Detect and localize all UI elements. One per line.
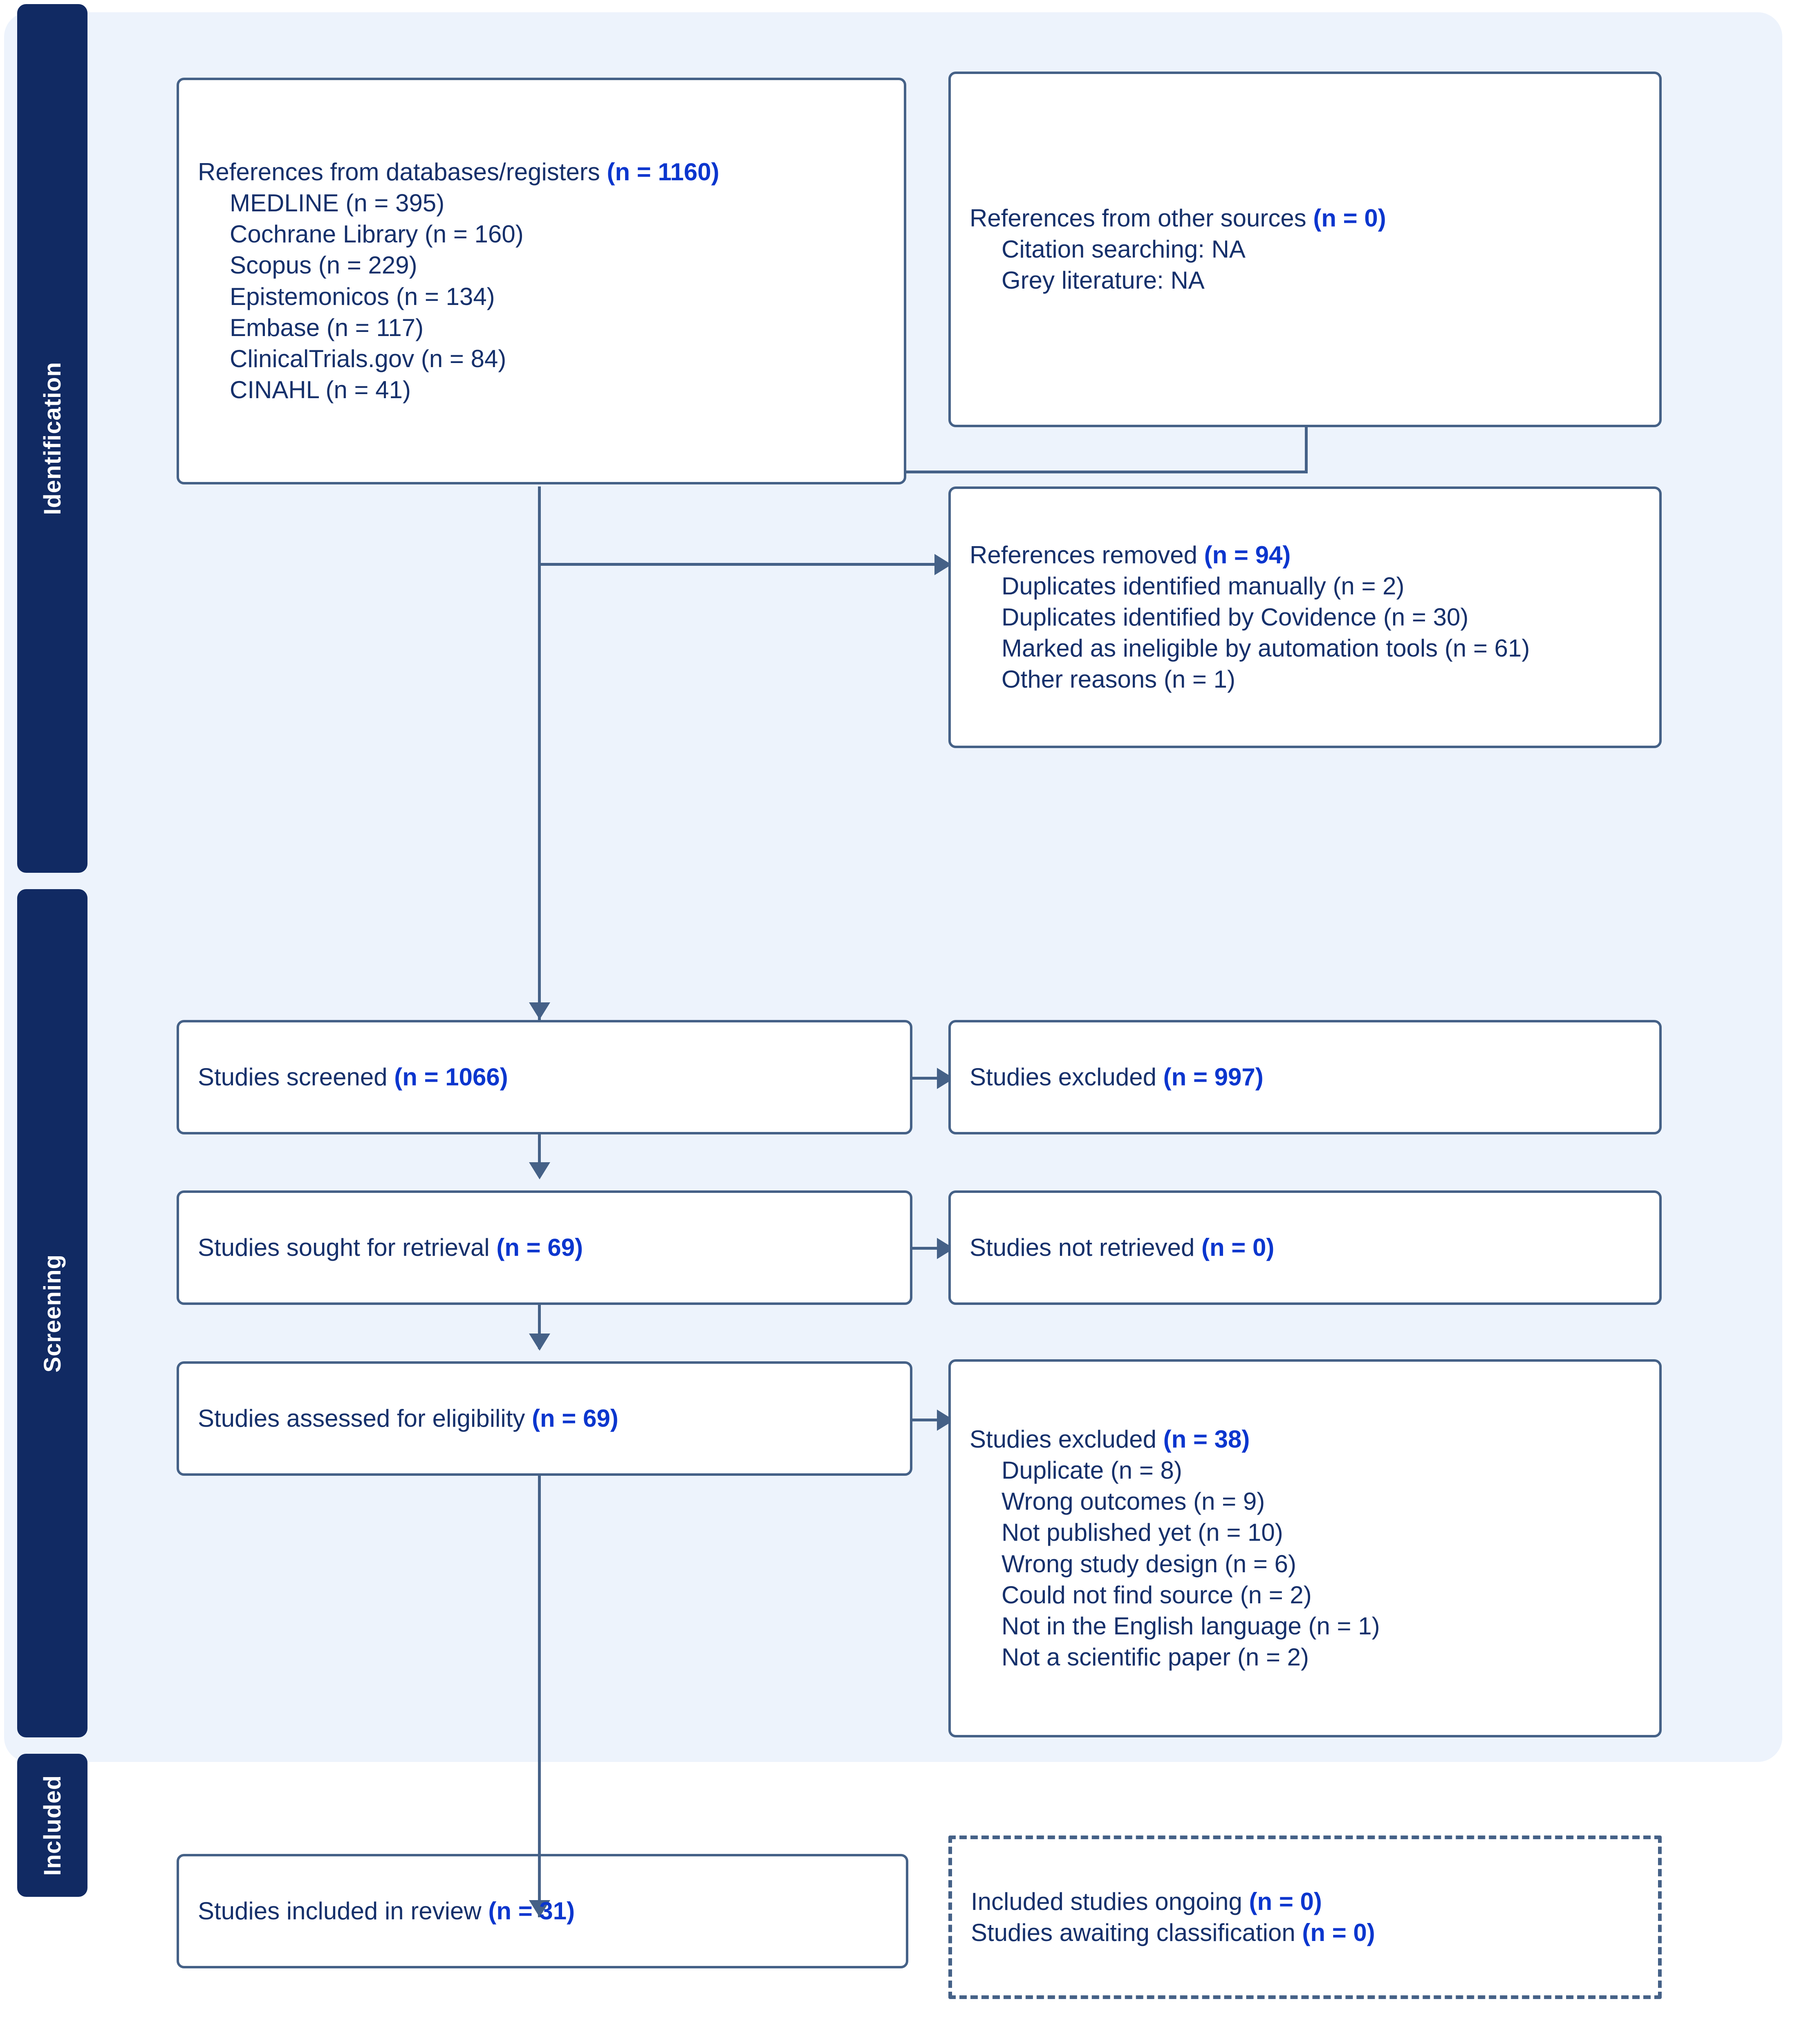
studies-excluded-eligibility-item: Not in the English language (n = 1) xyxy=(1002,1612,1380,1640)
box-references-from-databases: References from databases/registers (n =… xyxy=(177,78,906,484)
connector-sought-to-assessed xyxy=(538,1304,541,1349)
arrowhead-screened-to-sought xyxy=(529,1162,550,1179)
studies-sought-heading-count: (n = 69) xyxy=(496,1233,583,1261)
awaiting-classification-line-text: Studies awaiting classification xyxy=(971,1919,1302,1946)
studies-assessed-heading: Studies assessed for eligibility (n = 69… xyxy=(198,1403,891,1434)
connector-assessed-to-included xyxy=(538,1472,541,1917)
references-removed-heading-count: (n = 94) xyxy=(1204,541,1291,569)
databases-heading: References from databases/registers (n =… xyxy=(198,157,885,188)
studies-excluded-eligibility-item: Not published yet (n = 10) xyxy=(1002,1519,1283,1546)
databases-item: Scopus (n = 229) xyxy=(230,251,417,279)
awaiting-classification-line: Studies awaiting classification (n = 0) xyxy=(971,1917,1639,1948)
ongoing-line-text: Included studies ongoing xyxy=(971,1887,1249,1915)
studies-excluded-screening-heading-text: Studies excluded xyxy=(970,1063,1163,1091)
connector-assessed-to-excluded xyxy=(912,1419,952,1421)
studies-excluded-screening-heading-count: (n = 997) xyxy=(1163,1063,1264,1091)
stage-label-identification: Identification xyxy=(17,4,87,873)
other-sources-item: Citation searching: NA xyxy=(1002,235,1246,263)
box-studies-excluded-screening: Studies excluded (n = 997) xyxy=(948,1020,1662,1134)
references-removed-item: Marked as ineligible by automation tools… xyxy=(1002,634,1530,662)
databases-item: Cochrane Library (n = 160) xyxy=(230,220,524,248)
box-studies-sought-for-retrieval: Studies sought for retrieval (n = 69) xyxy=(177,1190,912,1305)
other-sources-heading-count: (n = 0) xyxy=(1313,204,1386,232)
box-studies-assessed-for-eligibility: Studies assessed for eligibility (n = 69… xyxy=(177,1361,912,1476)
studies-not-retrieved-heading-text: Studies not retrieved xyxy=(970,1233,1201,1261)
studies-excluded-screening-heading: Studies excluded (n = 997) xyxy=(970,1062,1640,1093)
box-ongoing-and-awaiting-classification: Included studies ongoing (n = 0) Studies… xyxy=(948,1836,1662,1999)
ongoing-line: Included studies ongoing (n = 0) xyxy=(971,1886,1639,1917)
stage-label-screening: Screening xyxy=(17,889,87,1737)
databases-item: CINAHL (n = 41) xyxy=(230,376,411,404)
references-removed-heading-text: References removed xyxy=(970,541,1204,569)
studies-excluded-eligibility-heading-count: (n = 38) xyxy=(1163,1425,1250,1453)
references-removed-item: Duplicates identified by Covidence (n = … xyxy=(1002,603,1469,631)
awaiting-classification-line-count: (n = 0) xyxy=(1302,1919,1375,1946)
studies-sought-heading-text: Studies sought for retrieval xyxy=(198,1233,497,1261)
studies-included-heading-text: Studies included in review xyxy=(198,1897,488,1925)
stage-label-included-text: Included xyxy=(39,1775,66,1876)
arrowhead-to-studies-included xyxy=(529,1900,550,1917)
studies-excluded-eligibility-item: Duplicate (n = 8) xyxy=(1002,1456,1182,1484)
connector-to-references-removed xyxy=(538,563,947,566)
databases-heading-text: References from databases/registers xyxy=(198,158,607,186)
studies-excluded-eligibility-item: Wrong study design (n = 6) xyxy=(1002,1550,1296,1578)
databases-item: MEDLINE (n = 395) xyxy=(230,189,445,217)
stage-label-screening-text: Screening xyxy=(39,1254,66,1373)
studies-screened-heading-count: (n = 1066) xyxy=(394,1063,508,1091)
connector-screened-to-sought xyxy=(538,1132,541,1177)
references-removed-item: Other reasons (n = 1) xyxy=(1002,666,1235,693)
box-studies-not-retrieved: Studies not retrieved (n = 0) xyxy=(948,1190,1662,1305)
databases-item: Epistemonicos (n = 134) xyxy=(230,282,495,310)
connector-identification-down xyxy=(538,486,541,1022)
studies-assessed-heading-count: (n = 69) xyxy=(532,1404,618,1432)
ongoing-line-count: (n = 0) xyxy=(1249,1887,1322,1915)
references-removed-heading: References removed (n = 94) xyxy=(970,540,1640,571)
other-sources-heading: References from other sources (n = 0) xyxy=(970,203,1640,234)
studies-included-heading-count: (n = 31) xyxy=(488,1897,575,1925)
studies-excluded-eligibility-item: Not a scientific paper (n = 2) xyxy=(1002,1643,1309,1671)
studies-excluded-eligibility-item: Wrong outcomes (n = 9) xyxy=(1002,1488,1265,1515)
databases-heading-count: (n = 1160) xyxy=(607,158,719,186)
connector-other-sources-down xyxy=(1305,425,1308,473)
box-studies-included-in-review: Studies included in review (n = 31) xyxy=(177,1854,908,1968)
connector-sought-to-not-retrieved xyxy=(912,1247,952,1250)
connector-other-sources-left xyxy=(906,471,1308,473)
box-references-from-other-sources: References from other sources (n = 0) Ci… xyxy=(948,72,1662,427)
databases-item: Embase (n = 117) xyxy=(230,314,424,341)
connector-screened-to-excluded xyxy=(912,1077,952,1080)
databases-item: ClinicalTrials.gov (n = 84) xyxy=(230,345,506,372)
references-removed-item: Duplicates identified manually (n = 2) xyxy=(1002,572,1405,600)
arrowhead-sought-to-assessed xyxy=(529,1334,550,1351)
studies-included-heading: Studies included in review (n = 31) xyxy=(198,1896,887,1927)
studies-excluded-eligibility-item: Could not find source (n = 2) xyxy=(1002,1581,1312,1609)
other-sources-heading-text: References from other sources xyxy=(970,204,1313,232)
other-sources-item: Grey literature: NA xyxy=(1002,267,1205,294)
studies-screened-heading: Studies screened (n = 1066) xyxy=(198,1062,891,1093)
studies-sought-heading: Studies sought for retrieval (n = 69) xyxy=(198,1232,891,1263)
studies-not-retrieved-heading: Studies not retrieved (n = 0) xyxy=(970,1232,1640,1263)
box-studies-screened: Studies screened (n = 1066) xyxy=(177,1020,912,1134)
box-studies-excluded-eligibility: Studies excluded (n = 38) Duplicate (n =… xyxy=(948,1359,1662,1737)
stage-label-included: Included xyxy=(17,1754,87,1897)
studies-not-retrieved-heading-count: (n = 0) xyxy=(1201,1233,1275,1261)
stage-label-identification-text: Identification xyxy=(39,362,66,515)
arrowhead-to-studies-screened xyxy=(529,1002,550,1020)
box-references-removed: References removed (n = 94) Duplicates i… xyxy=(948,486,1662,748)
studies-screened-heading-text: Studies screened xyxy=(198,1063,394,1091)
studies-excluded-eligibility-heading: Studies excluded (n = 38) xyxy=(970,1424,1640,1455)
studies-excluded-eligibility-heading-text: Studies excluded xyxy=(970,1425,1163,1453)
studies-assessed-heading-text: Studies assessed for eligibility xyxy=(198,1404,532,1432)
